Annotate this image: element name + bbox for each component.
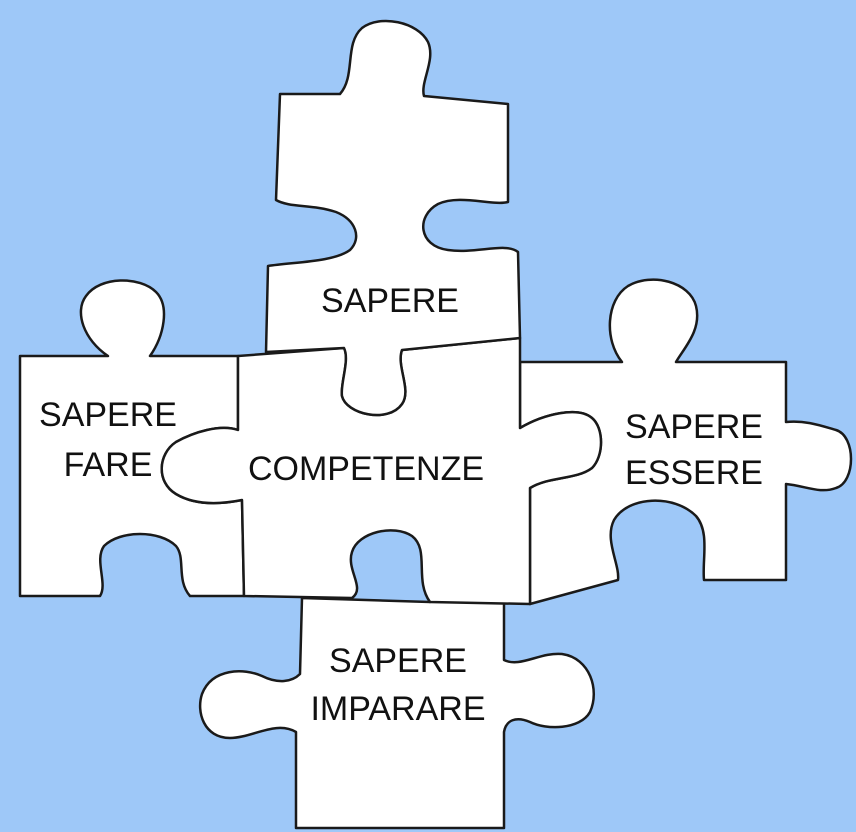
label-competenze: COMPETENZE: [248, 450, 484, 488]
label-sapere-fare-line2: FARE: [64, 446, 153, 484]
label-sapere: SAPERE: [321, 282, 459, 320]
label-sapere-imparare-line1: SAPERE: [329, 642, 467, 680]
label-sapere-imparare-line2: IMPARARE: [310, 690, 485, 728]
label-sapere-fare-line1: SAPERE: [39, 396, 177, 434]
puzzle-piece-sapere: [264, 19, 522, 417]
puzzle-piece-sapere-imparare: [198, 589, 595, 830]
label-sapere-essere-line2: ESSERE: [625, 454, 763, 492]
label-sapere-essere-line1: SAPERE: [625, 408, 763, 446]
